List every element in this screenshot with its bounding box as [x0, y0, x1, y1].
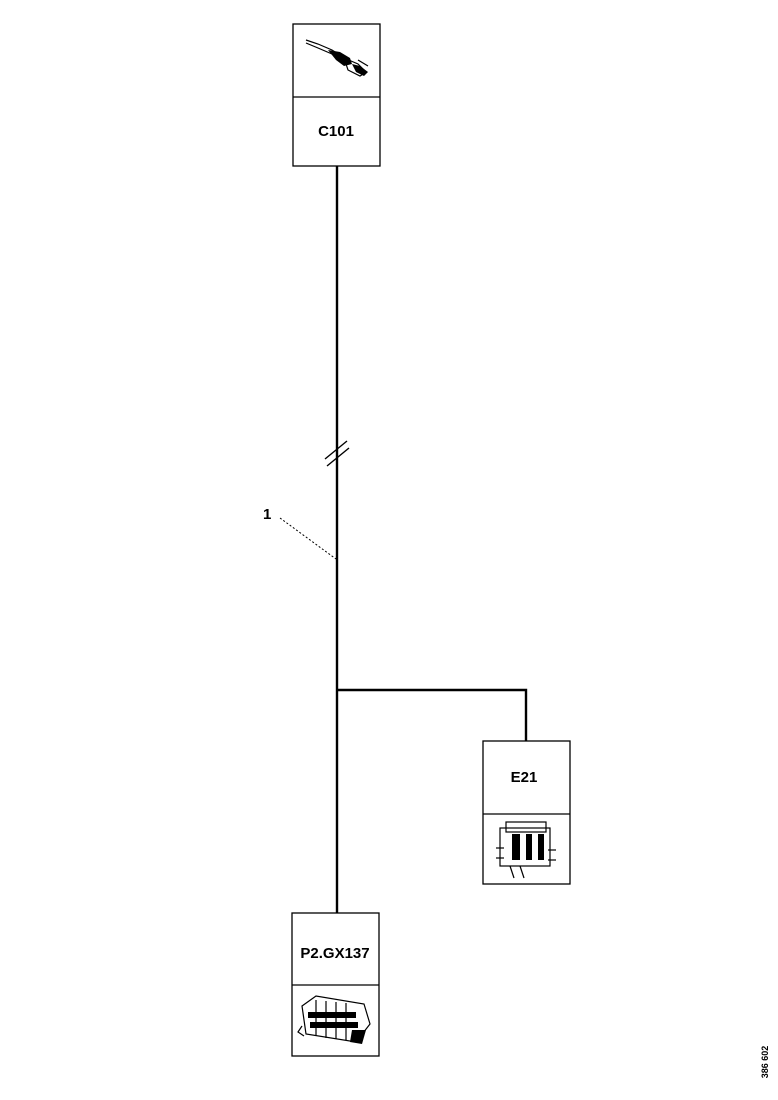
wire-callout-label: 1	[263, 506, 271, 523]
connector-p2-gx137-label: P2.GX137	[300, 945, 369, 962]
relay-connector-icon	[496, 821, 556, 879]
connector-c101-frame	[292, 23, 381, 167]
wire-break-mark	[324, 440, 348, 460]
figure-reference-number: 386 602	[760, 1046, 770, 1079]
multi-pin-connector-icon	[297, 995, 371, 1044]
connector-e21-label: E21	[511, 769, 538, 786]
callout-leader-line	[279, 517, 337, 560]
connector-e21[interactable]: E21	[482, 740, 571, 885]
connector-c101-label: C101	[318, 123, 354, 140]
wire-callout: 1	[263, 506, 337, 560]
terminal-pin-icon	[305, 39, 369, 77]
connector-e21-frame	[482, 740, 571, 885]
branch-wire-e21	[337, 688, 528, 741]
wire-harness	[324, 166, 528, 913]
connector-p2-gx137[interactable]: P2.GX137	[291, 912, 380, 1057]
wire-break-mark	[326, 447, 350, 467]
connector-c101[interactable]: C101	[292, 23, 381, 167]
